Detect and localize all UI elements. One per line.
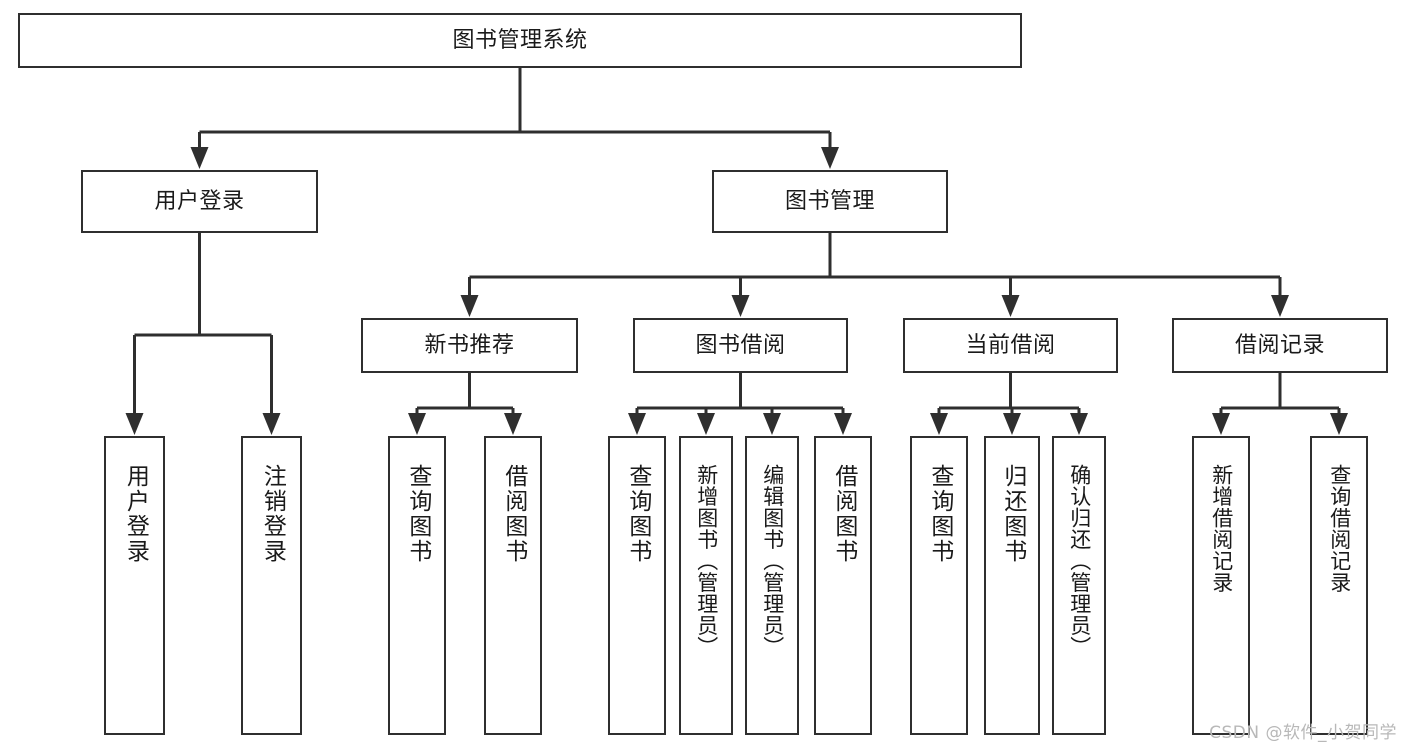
node-label: 用户登录 xyxy=(122,464,149,564)
node-leaf-rec-search[interactable]: 查询借阅记录 xyxy=(1310,436,1368,735)
node-leaf-rec-add[interactable]: 新增借阅记录 xyxy=(1192,436,1250,735)
node-label: 新增借阅记录 xyxy=(1209,464,1234,593)
node-leaf-brw-query[interactable]: 查询图书 xyxy=(608,436,666,735)
node-label: 借阅记录 xyxy=(1234,332,1325,358)
node-borrow-record[interactable]: 借阅记录 xyxy=(1172,318,1388,373)
node-leaf-brw-lend[interactable]: 借阅图书 xyxy=(814,436,872,735)
node-leaf-rec-borrow[interactable]: 借阅图书 xyxy=(484,436,542,735)
edge-arrowhead xyxy=(125,413,144,435)
edge-arrowhead xyxy=(190,147,209,169)
edge-arrowhead xyxy=(731,295,750,317)
node-book-borrow[interactable]: 图书借阅 xyxy=(633,318,848,373)
node-label: 图书借阅 xyxy=(695,332,786,358)
node-label: 查询图书 xyxy=(926,464,953,564)
node-label: 图书管理系统 xyxy=(452,27,588,53)
node-leaf-cur-confirm[interactable]: 确认归还（管理员） xyxy=(1052,436,1106,735)
node-user-login[interactable]: 用户登录 xyxy=(81,170,318,233)
edge-arrowhead xyxy=(460,295,479,317)
edge-arrowhead xyxy=(628,413,646,435)
node-leaf-rec-query[interactable]: 查询图书 xyxy=(388,436,446,735)
edge-arrowhead xyxy=(408,413,426,435)
node-label: 当前借阅 xyxy=(965,332,1056,358)
node-current-borrow[interactable]: 当前借阅 xyxy=(903,318,1118,373)
node-leaf-cur-return[interactable]: 归还图书 xyxy=(984,436,1040,735)
node-label: 新书推荐 xyxy=(424,332,515,358)
edge-arrowhead xyxy=(1003,413,1021,435)
edge-arrowhead xyxy=(1271,295,1289,317)
node-leaf-user-login[interactable]: 用户登录 xyxy=(104,436,165,735)
node-label: 图书管理 xyxy=(784,188,875,214)
node-label: 用户登录 xyxy=(154,188,245,214)
edge-arrowhead xyxy=(834,413,852,435)
node-book-mgmt[interactable]: 图书管理 xyxy=(712,170,948,233)
node-leaf-brw-edit[interactable]: 编辑图书（管理员） xyxy=(745,436,799,735)
edge-arrowhead xyxy=(262,413,281,435)
edge-arrowhead xyxy=(1070,413,1088,435)
node-label: 新增图书（管理员） xyxy=(694,464,719,658)
edge-arrowhead xyxy=(697,413,715,435)
node-label: 查询图书 xyxy=(624,464,651,564)
node-label: 注销登录 xyxy=(259,464,286,564)
edge-arrowhead xyxy=(504,413,522,435)
node-label: 查询图书 xyxy=(404,464,431,564)
node-label: 查询借阅记录 xyxy=(1327,464,1352,593)
edge-arrowhead xyxy=(930,413,948,435)
node-new-book-rec[interactable]: 新书推荐 xyxy=(361,318,578,373)
node-leaf-user-logout[interactable]: 注销登录 xyxy=(241,436,302,735)
node-label: 借阅图书 xyxy=(830,464,857,564)
node-label: 归还图书 xyxy=(999,464,1026,564)
node-leaf-brw-add[interactable]: 新增图书（管理员） xyxy=(679,436,733,735)
node-label: 编辑图书（管理员） xyxy=(760,464,785,658)
edge-arrowhead xyxy=(821,147,839,169)
node-label: 借阅图书 xyxy=(500,464,527,564)
edge-arrowhead xyxy=(1330,413,1348,435)
edge-arrowhead xyxy=(1212,413,1230,435)
node-leaf-cur-query[interactable]: 查询图书 xyxy=(910,436,968,735)
node-label: 确认归还（管理员） xyxy=(1067,464,1092,658)
edge-arrowhead xyxy=(1001,295,1020,317)
csdn-watermark: CSDN @软件_小贺同学 xyxy=(1209,723,1397,743)
edge-arrowhead xyxy=(763,413,781,435)
node-root[interactable]: 图书管理系统 xyxy=(18,13,1022,68)
